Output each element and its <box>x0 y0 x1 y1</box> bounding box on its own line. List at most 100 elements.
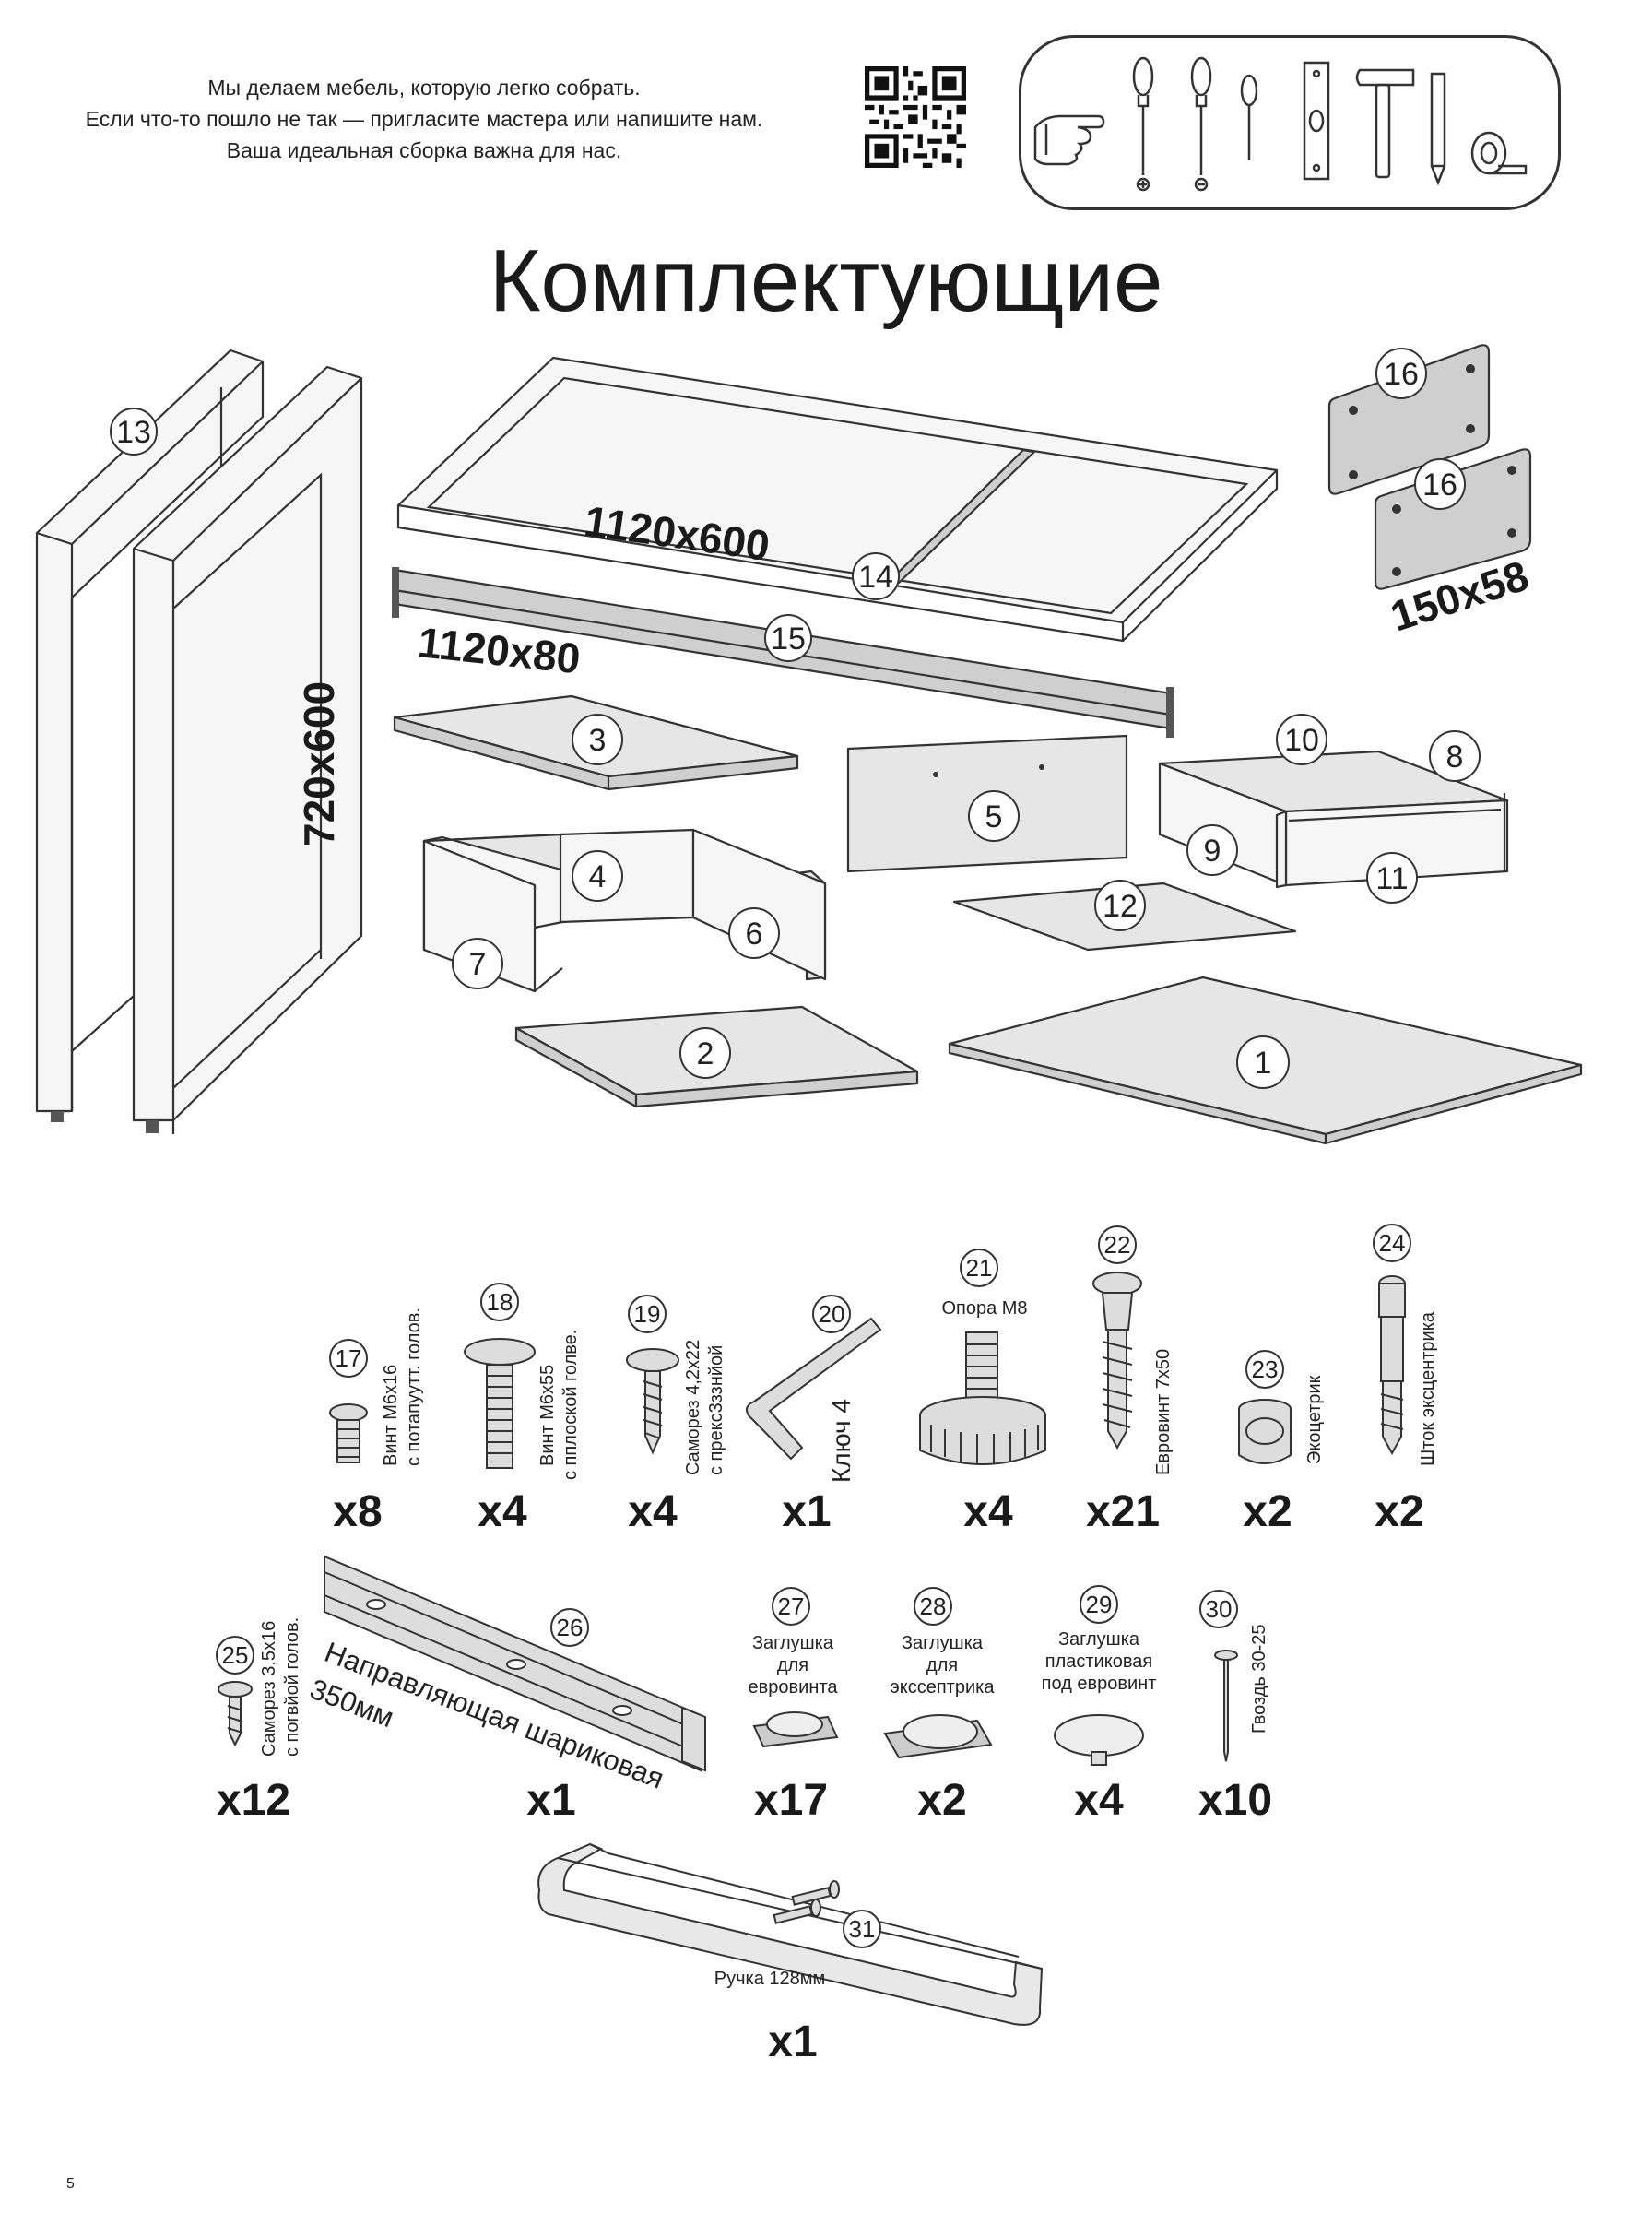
flat-screwdriver-icon <box>1190 56 1212 192</box>
adjustable-foot-icon <box>919 1331 1046 1465</box>
hw-30-num: 30 <box>1206 1595 1233 1623</box>
cam-lock-icon <box>1238 1399 1292 1464</box>
header-note-line: Ваша идеальная сборка важна для нас. <box>226 138 622 162</box>
hw-31-label: Ручка 128мм <box>714 1969 826 1989</box>
part-10-label: 10 <box>1284 723 1319 758</box>
part-15-label: 15 <box>771 621 806 657</box>
part-16-label: 16 <box>1384 357 1419 392</box>
hw-22-label: Евровинт 7х50 <box>1153 1349 1174 1475</box>
hw-17-num: 17 <box>336 1344 362 1372</box>
part-6-marker <box>728 907 780 959</box>
hw-27-count: x17 <box>754 1776 828 1825</box>
hammer-icon <box>1355 68 1415 179</box>
part-8-label: 8 <box>1446 740 1464 775</box>
hw-24-num: 24 <box>1379 1229 1406 1257</box>
hw-23-marker <box>1245 1350 1284 1389</box>
hw-31-num: 31 <box>849 1915 876 1943</box>
part-13-label: 13 <box>116 415 151 450</box>
hw-27-num: 27 <box>778 1592 805 1620</box>
hw-30-count: x10 <box>1198 1776 1272 1825</box>
hw-17-label: Винт М6х16 <box>381 1365 401 1466</box>
screw-3-5x16-icon <box>218 1681 253 1747</box>
hw-31-marker <box>843 1910 881 1948</box>
hw-18-label: Винт М6х55 <box>537 1365 558 1466</box>
part-2-label: 2 <box>697 1036 714 1071</box>
hw-29-marker <box>1080 1585 1118 1624</box>
hw-18-num: 18 <box>487 1288 513 1316</box>
hw-25-label: Саморез 3,5х16 <box>259 1621 279 1757</box>
hw-27-label: евровинта <box>749 1677 839 1698</box>
plastic-cap-icon <box>1054 1714 1144 1766</box>
hw-27-label: Заглушка <box>752 1633 834 1653</box>
hw-29-label: Заглушка <box>1058 1629 1140 1650</box>
part-8-marker <box>1429 730 1481 782</box>
hw-18-label: с пплоской голве. <box>560 1330 581 1480</box>
part-6-label: 6 <box>746 917 763 952</box>
part-5-label: 5 <box>985 799 1003 834</box>
part-13-marker <box>110 408 158 456</box>
nail-icon <box>1214 1650 1238 1762</box>
hw-19-num: 19 <box>634 1300 661 1328</box>
part-7-label: 7 <box>469 947 487 982</box>
part-15-marker <box>764 614 812 662</box>
part-16-label: 16 <box>1422 467 1457 503</box>
hw-29-num: 29 <box>1086 1591 1113 1618</box>
hw-22-num: 22 <box>1104 1231 1131 1259</box>
hw-20-marker <box>812 1295 851 1333</box>
hw-30-marker <box>1199 1590 1238 1628</box>
ball-bearing-slide-icon <box>324 1555 706 1772</box>
hw-20-count: x1 <box>782 1487 831 1536</box>
hw-20-label: Ключ 4 <box>827 1399 856 1483</box>
hw-20-num: 20 <box>819 1300 845 1328</box>
mounting-plates <box>1328 344 1532 590</box>
part-5-marker <box>968 790 1020 842</box>
handle-icon <box>537 1842 1044 2026</box>
hw-28-marker <box>914 1587 952 1626</box>
dim-frame: 720x600 <box>295 681 343 846</box>
part-1-label: 1 <box>1255 1046 1272 1081</box>
hw-30-label: Гвоздь 30-25 <box>1249 1624 1269 1734</box>
top-frame <box>396 356 1279 643</box>
hw-17-marker <box>329 1339 368 1378</box>
hw-28-count: x2 <box>917 1776 966 1825</box>
page-title: Комплектующие <box>489 231 1163 330</box>
part-9-label: 9 <box>1204 834 1221 869</box>
hw-28-num: 28 <box>920 1592 947 1620</box>
tools-panel <box>1019 35 1561 210</box>
euroscrew-icon <box>1092 1272 1142 1450</box>
phillips-screwdriver-icon <box>1132 56 1154 192</box>
hw-19-label: с прекс3ззнйой <box>706 1345 726 1475</box>
hw-29-label: пластиковая <box>1045 1651 1152 1672</box>
header-note-line: Если что-то пошло не так — пригласите ма… <box>85 107 763 131</box>
hw-28-label: для <box>926 1655 958 1675</box>
hw-27-label: для <box>777 1655 808 1675</box>
parts-diagram: .pl { fill:#e6e6e6; stroke:#333; stroke-… <box>35 344 1583 1145</box>
pencil-icon <box>1430 72 1446 186</box>
part-14-marker <box>852 552 900 600</box>
hw-18-count: x4 <box>478 1487 527 1536</box>
part-10-marker <box>1276 714 1328 765</box>
part-4-marker <box>572 850 623 902</box>
part-12-label: 12 <box>1103 889 1138 924</box>
hardware-diagram: .hw { fill:#ddd; stroke:#333; stroke-wid… <box>216 1224 1438 2066</box>
hw-17-count: x8 <box>333 1487 382 1536</box>
hw-29-label: под евровинт <box>1042 1674 1157 1694</box>
cam-rod-icon <box>1378 1275 1406 1456</box>
part-16-marker <box>1414 458 1466 510</box>
header-note-line: Мы делаем мебель, которую легко собрать. <box>207 76 641 100</box>
hw-23-label: Экоцетрик <box>1304 1375 1325 1464</box>
hw-22-count: x21 <box>1086 1487 1160 1536</box>
hex-key-icon <box>746 1317 882 1461</box>
hw-25-label: с погвйой голов. <box>282 1617 302 1757</box>
hw-26-num: 26 <box>557 1614 584 1641</box>
part-11-marker <box>1366 852 1418 904</box>
tape-measure-icon <box>1470 131 1528 175</box>
screw-m6x55-icon <box>464 1338 536 1469</box>
hw-28-label: Заглушка <box>902 1633 984 1653</box>
screw-4x22-icon <box>626 1348 679 1455</box>
small-screwdriver-icon <box>1240 74 1258 160</box>
part-9-marker <box>1186 824 1238 876</box>
part-4-label: 4 <box>589 859 607 894</box>
drawer-box <box>422 828 827 993</box>
hw-28-label: экссептрика <box>891 1677 996 1698</box>
